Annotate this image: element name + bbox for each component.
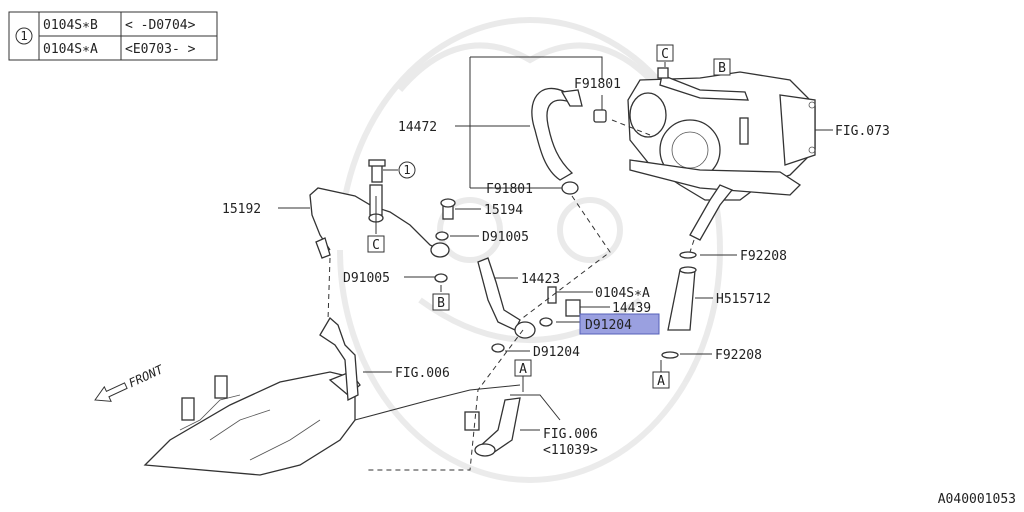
ref-c-left-text: C bbox=[372, 238, 380, 253]
front-text: FRONT bbox=[126, 362, 165, 390]
lower-pipe-fig006 bbox=[464, 397, 521, 457]
ref-b-top-text: B bbox=[718, 61, 726, 76]
legend-row2-part: 0104S∗A bbox=[43, 42, 98, 57]
label-0104sa: 0104S∗A bbox=[595, 286, 650, 301]
legend-table: 1 0104S∗B < -D0704> 0104S∗A <E0703- > bbox=[8, 11, 218, 61]
ref-box-a-right: A bbox=[652, 371, 670, 389]
label-f91801-top: F91801 bbox=[574, 77, 621, 92]
label-d91005-a: D91005 bbox=[482, 230, 529, 245]
turbocharger bbox=[627, 67, 816, 241]
label-15194: 15194 bbox=[484, 203, 523, 218]
legend-row2-range: <E0703- > bbox=[125, 42, 196, 57]
label-f91801-mid: F91801 bbox=[486, 182, 533, 197]
oil-feed-pipe-15192 bbox=[309, 184, 450, 259]
ref-b-left-text: B bbox=[437, 296, 445, 311]
highlight-box bbox=[579, 313, 660, 335]
legend-symbol: 1 bbox=[20, 29, 27, 43]
hose-h515712 bbox=[661, 251, 697, 359]
leader-lines bbox=[278, 56, 833, 431]
ref-box-b-top: B bbox=[713, 58, 731, 76]
front-arrow: FRONT bbox=[94, 362, 166, 402]
dashed-links bbox=[327, 62, 695, 471]
legend-circled-symbol bbox=[15, 27, 33, 45]
engine-block bbox=[143, 316, 521, 476]
label-fig006-b-sub: <11039> bbox=[543, 443, 598, 458]
label-15192: 15192 bbox=[222, 202, 261, 217]
label-14423: 14423 bbox=[521, 272, 560, 287]
label-14472: 14472 bbox=[398, 120, 437, 135]
label-d91005-b: D91005 bbox=[343, 271, 390, 286]
label-f92208-bot: F92208 bbox=[715, 348, 762, 363]
label-d91204-highlight: D91204 bbox=[585, 318, 632, 333]
label-14439: 14439 bbox=[612, 301, 651, 316]
callout-circled-1-text: 1 bbox=[403, 163, 410, 177]
label-fig006-b: FIG.006 bbox=[543, 427, 598, 442]
callout-circled-1 bbox=[398, 161, 416, 179]
label-fig006-a: FIG.006 bbox=[395, 366, 450, 381]
ref-a-right-text: A bbox=[657, 374, 665, 389]
diagram-id: A040001053 bbox=[938, 492, 1016, 507]
label-d91204: D91204 bbox=[533, 345, 580, 360]
label-h515712: H515712 bbox=[716, 292, 771, 307]
ref-box-c-left: C bbox=[367, 235, 385, 253]
legend-row1-part: 0104S∗B bbox=[43, 18, 98, 33]
ref-c-top-text: C bbox=[661, 47, 669, 62]
highlighted-part-d91204[interactable]: D91204 bbox=[579, 313, 660, 335]
oil-return-pipe-14423 bbox=[477, 257, 536, 339]
legend-row1-range: < -D0704> bbox=[125, 18, 196, 33]
ref-box-a-mid: A bbox=[514, 359, 532, 377]
ref-box-b-left: B bbox=[432, 293, 450, 311]
label-fig073: FIG.073 bbox=[835, 124, 890, 139]
fasteners bbox=[368, 159, 581, 353]
ref-a-mid-text: A bbox=[519, 362, 527, 377]
ref-box-c-top: C bbox=[656, 44, 674, 62]
hose-14472 bbox=[531, 87, 607, 195]
label-f92208-top: F92208 bbox=[740, 249, 787, 264]
